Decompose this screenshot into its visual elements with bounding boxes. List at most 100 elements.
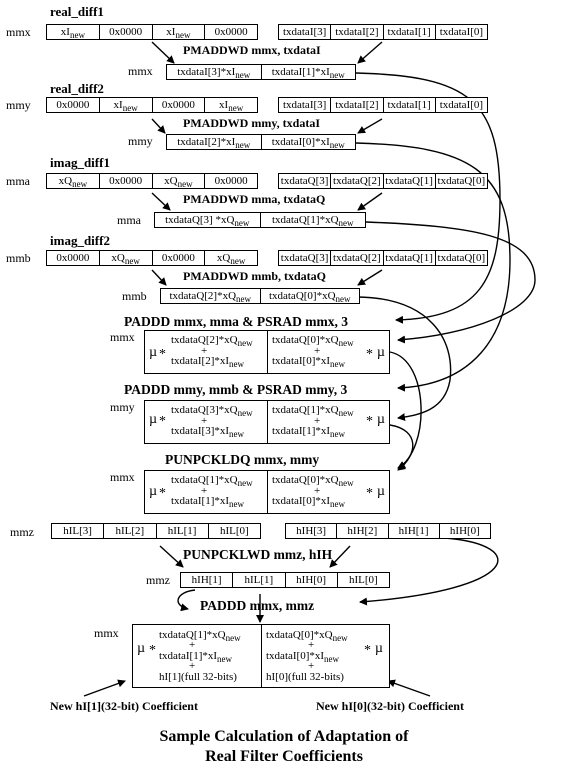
- reg-cell: hIH[0]: [284, 573, 337, 587]
- reg-label: mmx: [6, 25, 31, 39]
- register-mmb: 0x0000 xQnew 0x0000 xQnew: [46, 250, 258, 266]
- reg-label: mmz: [146, 573, 170, 587]
- sum-box-mmy: µ * txdataQ[3]*xQnew + txdataI[3]*xInew …: [144, 400, 390, 444]
- register-mma: xQnew 0x0000 xQnew 0x0000: [46, 173, 258, 189]
- reg-cell: txdataQ[3] *xQnew: [165, 214, 250, 227]
- reg-cell: 0x0000: [56, 99, 90, 111]
- reg-cell: hIL[3]: [63, 525, 92, 537]
- reg-cell: txdataI[2]*xInew: [177, 136, 251, 149]
- instruction: PUNPCKLWD mmz, hIH: [183, 547, 333, 562]
- reg-label: mma: [117, 213, 141, 227]
- register-txdataQ: txdataQ[3] txdataQ[2] txdataQ[1] txdataQ…: [278, 250, 488, 266]
- reg-cell: 0x0000: [204, 174, 257, 188]
- instruction: PMADDWD mmx, txdataI: [183, 43, 321, 57]
- section-title: real_diff1: [50, 4, 104, 19]
- register-txdataI: txdataI[3] txdataI[2] txdataI[1] txdataI…: [278, 24, 488, 40]
- reg-label: mmb: [122, 289, 147, 303]
- reg-cell: hIL[1]: [232, 573, 284, 587]
- register-txdataI: txdataI[3] txdataI[2] txdataI[1] txdataI…: [278, 97, 488, 113]
- reg-label: mmz: [10, 525, 34, 539]
- register-mmb-product: txdataQ[2]*xQnew txdataQ[0]*xQnew: [160, 288, 360, 304]
- reg-cell: txdataI[0]*xInew: [260, 135, 356, 149]
- reg-cell: hIH[1]: [191, 574, 222, 586]
- mu-symbol: µ: [149, 345, 158, 360]
- reg-cell: txdataQ[0]*xQnew: [259, 289, 360, 303]
- reg-label: mma: [6, 174, 30, 188]
- section-title: imag_diff2: [50, 233, 110, 248]
- reg-cell: hIH[1]: [387, 524, 439, 538]
- instruction: PUNPCKLDQ mmx, mmy: [165, 452, 320, 467]
- instruction: PMADDWD mmy, txdataI: [183, 116, 320, 130]
- footer-label-right: New hI[0](32-bit) Coefficient: [316, 699, 464, 713]
- curve-line: [357, 296, 452, 422]
- curve-line: [389, 351, 422, 469]
- reg-cell: txdataQ[1]: [382, 251, 435, 265]
- reg-cell: 0x0000: [151, 251, 205, 265]
- register-txdataQ: txdataQ[3] txdataQ[2] txdataQ[1] txdataQ…: [278, 173, 488, 189]
- final-box-mmx: µ * txdataQ[1]*xQnew + txdataI[1]*xInew …: [132, 624, 390, 688]
- final-half-right: txdataQ[0]*xQnew + txdataI[0]*xInew + hI…: [261, 625, 389, 687]
- register-hIL: hIL[3] hIL[2] hIL[1] hIL[0]: [51, 523, 261, 539]
- arrow-line: [151, 269, 167, 286]
- register-mmz-unpacked: hIH[1] hIL[1] hIH[0] hIL[0]: [180, 572, 390, 588]
- arrow-line: [357, 269, 383, 286]
- reg-cell: txdataQ[2]: [330, 251, 382, 265]
- register-mmx-product: txdataI[3]*xInew txdataI[1]*xInew: [166, 64, 356, 80]
- sum-half-right: txdataQ[0]*xQnew + txdataI[0]*xInew * µ: [267, 471, 389, 513]
- reg-cell: xInew: [60, 26, 85, 39]
- curve-line: [359, 537, 499, 606]
- sum-half-left: txdataQ[1]*xQnew + txdataI[1]*xInew: [171, 474, 253, 509]
- section-title: real_diff2: [50, 81, 104, 96]
- reg-cell: txdataI[1]*xInew: [260, 65, 356, 79]
- arrow-line: [151, 41, 175, 64]
- instruction: PADDD mmx, mma & PSRAD mmx, 3: [124, 314, 348, 329]
- register-mmy: 0x0000 xInew 0x0000 xInew: [46, 97, 258, 113]
- final-half-left: txdataQ[1]*xQnew + txdataI[1]*xInew + hI…: [159, 629, 241, 683]
- register-hIH: hIH[3] hIH[2] hIH[1] hIH[0]: [285, 523, 491, 539]
- reg-label: mmb: [6, 251, 31, 265]
- curve-line: [355, 142, 511, 392]
- reg-cell: hIH[2]: [336, 524, 387, 538]
- reg-cell: hIH[0]: [438, 524, 490, 538]
- reg-cell: txdataI[1]: [382, 98, 435, 112]
- reg-cell: 0x0000: [56, 252, 90, 264]
- arrow-line: [151, 192, 171, 211]
- reg-label: mmx: [110, 330, 135, 344]
- reg-cell: txdataQ[1]*xQnew: [259, 213, 366, 227]
- reg-label: mmy: [6, 98, 31, 112]
- arrow-line: [329, 545, 351, 568]
- reg-cell: xQnew: [151, 174, 205, 188]
- reg-cell: xInew: [204, 98, 257, 112]
- figure-title-line1: Sample Calculation of Adaptation of: [159, 728, 409, 745]
- arrow-line: [387, 679, 431, 697]
- instruction: PMADDWD mma, txdataQ: [183, 192, 326, 206]
- reg-label: mmx: [110, 470, 135, 484]
- arrow-line: [357, 41, 383, 64]
- register-mma-product: txdataQ[3] *xQnew txdataQ[1]*xQnew: [154, 212, 366, 228]
- reg-cell: hIL[0]: [336, 573, 389, 587]
- sum-box-mmx-unpacked: µ * txdataQ[1]*xQnew + txdataI[1]*xInew …: [144, 470, 390, 514]
- arrow-line: [357, 118, 383, 134]
- reg-cell: hIL[1]: [155, 524, 208, 538]
- curve-line: [389, 424, 414, 471]
- reg-cell: hIL[0]: [207, 524, 260, 538]
- times-symbol: *: [159, 347, 166, 362]
- reg-cell: txdataI[3]: [282, 99, 327, 111]
- arrow-line: [151, 118, 166, 134]
- reg-cell: xInew: [98, 98, 152, 112]
- reg-cell: xQnew: [98, 251, 152, 265]
- reg-cell: 0x0000: [98, 174, 152, 188]
- section-title: imag_diff1: [50, 155, 110, 170]
- reg-cell: txdataI[0]: [434, 25, 487, 39]
- reg-cell: txdataI[2]: [330, 25, 382, 39]
- reg-cell: txdataQ[3]: [280, 252, 329, 264]
- reg-cell: txdataI[2]: [330, 98, 382, 112]
- reg-cell: txdataQ[2]: [330, 174, 382, 188]
- reg-cell: txdataI[3]*xInew: [177, 66, 251, 79]
- arrow-line: [159, 545, 184, 568]
- reg-cell: txdataI[3]: [282, 26, 327, 38]
- reg-label: mmx: [128, 64, 153, 78]
- reg-cell: xInew: [151, 25, 205, 39]
- reg-cell: txdataQ[1]: [382, 174, 435, 188]
